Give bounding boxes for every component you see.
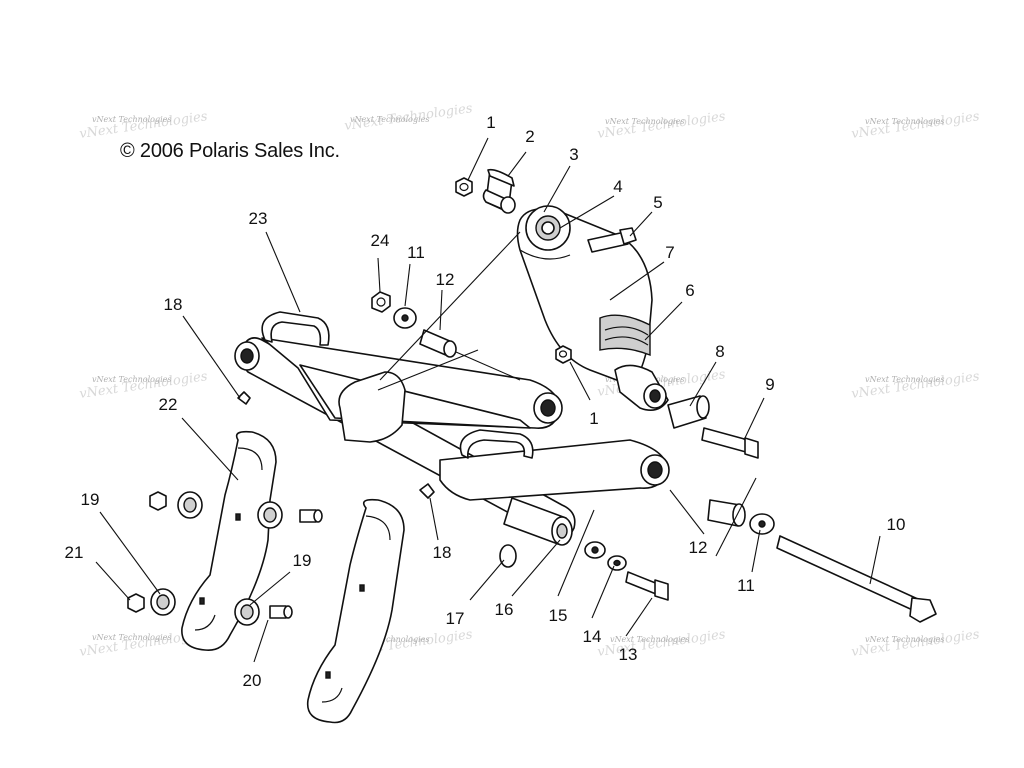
watermark-text: vNext Technologies bbox=[865, 375, 944, 384]
callout-label: 1 bbox=[486, 113, 495, 132]
shock-body bbox=[516, 205, 669, 411]
callout-label: 22 bbox=[159, 395, 178, 414]
watermark: vNext Technologies vNext Technologies bbox=[78, 369, 208, 402]
callout-label: 3 bbox=[569, 145, 578, 164]
watermark: vNext Technologies vNext Technologies bbox=[596, 109, 726, 142]
callout-label: 2 bbox=[525, 127, 534, 146]
watermark-text: vNext Technologies bbox=[605, 117, 684, 126]
callout-label: 7 bbox=[665, 243, 674, 262]
nut-top bbox=[455, 177, 473, 197]
watermark-text: vNext Technologies bbox=[865, 117, 944, 126]
callout-label: 12 bbox=[436, 270, 455, 289]
callout-label: 11 bbox=[407, 243, 425, 262]
link-rods bbox=[127, 430, 405, 724]
sleeve-lower bbox=[667, 395, 710, 429]
watermark-text: vNext Technologies bbox=[92, 633, 171, 642]
sleeve-upper bbox=[482, 168, 516, 214]
callout-label: 16 bbox=[495, 600, 514, 619]
callout-label: 21 bbox=[65, 543, 84, 562]
lower-right-hardware bbox=[499, 499, 937, 623]
a-arm-assembly bbox=[234, 291, 670, 546]
watermark: vNext Technologies vNext Technologies bbox=[850, 627, 980, 660]
leader-lines bbox=[95, 137, 881, 663]
watermark-text: vNext Technologies bbox=[92, 375, 171, 384]
callout-label: 5 bbox=[653, 193, 662, 212]
watermark: vNext Technologies vNext Technologies bbox=[850, 369, 980, 402]
watermark-text: vNext Technologies bbox=[350, 115, 429, 124]
callout-label: 17 bbox=[446, 609, 465, 628]
callout-label: 9 bbox=[765, 375, 774, 394]
callout-label: 19 bbox=[81, 490, 100, 509]
callout-label: 14 bbox=[583, 627, 602, 646]
bolt-9 bbox=[701, 427, 759, 459]
watermark-text: vNext Technologies bbox=[350, 635, 429, 644]
callout-label: 11 bbox=[737, 576, 755, 595]
callouts: 1 2 3 4 5 7 6 24 11 12 23 18 1 8 9 22 19… bbox=[65, 113, 906, 690]
copyright-notice: © 2006 Polaris Sales Inc. bbox=[120, 140, 340, 162]
watermark: vNext Technologies vNext Technologies bbox=[78, 109, 208, 142]
watermark-text: vNext Technologies bbox=[92, 115, 171, 124]
callout-label: 23 bbox=[249, 209, 268, 228]
watermark: vNext Technologies vNext Technologies bbox=[343, 101, 473, 134]
callout-label: 15 bbox=[549, 606, 568, 625]
watermark-text: vNext Technologies bbox=[610, 635, 689, 644]
callout-label: 4 bbox=[613, 177, 622, 196]
callout-label: 24 bbox=[371, 231, 390, 250]
callout-label: 6 bbox=[685, 281, 694, 300]
callout-label: 12 bbox=[689, 538, 708, 557]
callout-label: 18 bbox=[433, 543, 452, 562]
callout-label: 8 bbox=[715, 342, 724, 361]
callout-label: 20 bbox=[243, 671, 262, 690]
callout-label: 10 bbox=[887, 515, 906, 534]
watermark: vNext Technologies vNext Technologies bbox=[596, 627, 726, 660]
callout-label: 18 bbox=[164, 295, 183, 314]
watermark: vNext Technologies vNext Technologies bbox=[850, 109, 980, 142]
callout-label: 19 bbox=[293, 551, 312, 570]
callout-label: 13 bbox=[619, 645, 638, 664]
callout-label: 1 bbox=[589, 409, 598, 428]
watermark-text: vNext Technologies bbox=[865, 635, 944, 644]
